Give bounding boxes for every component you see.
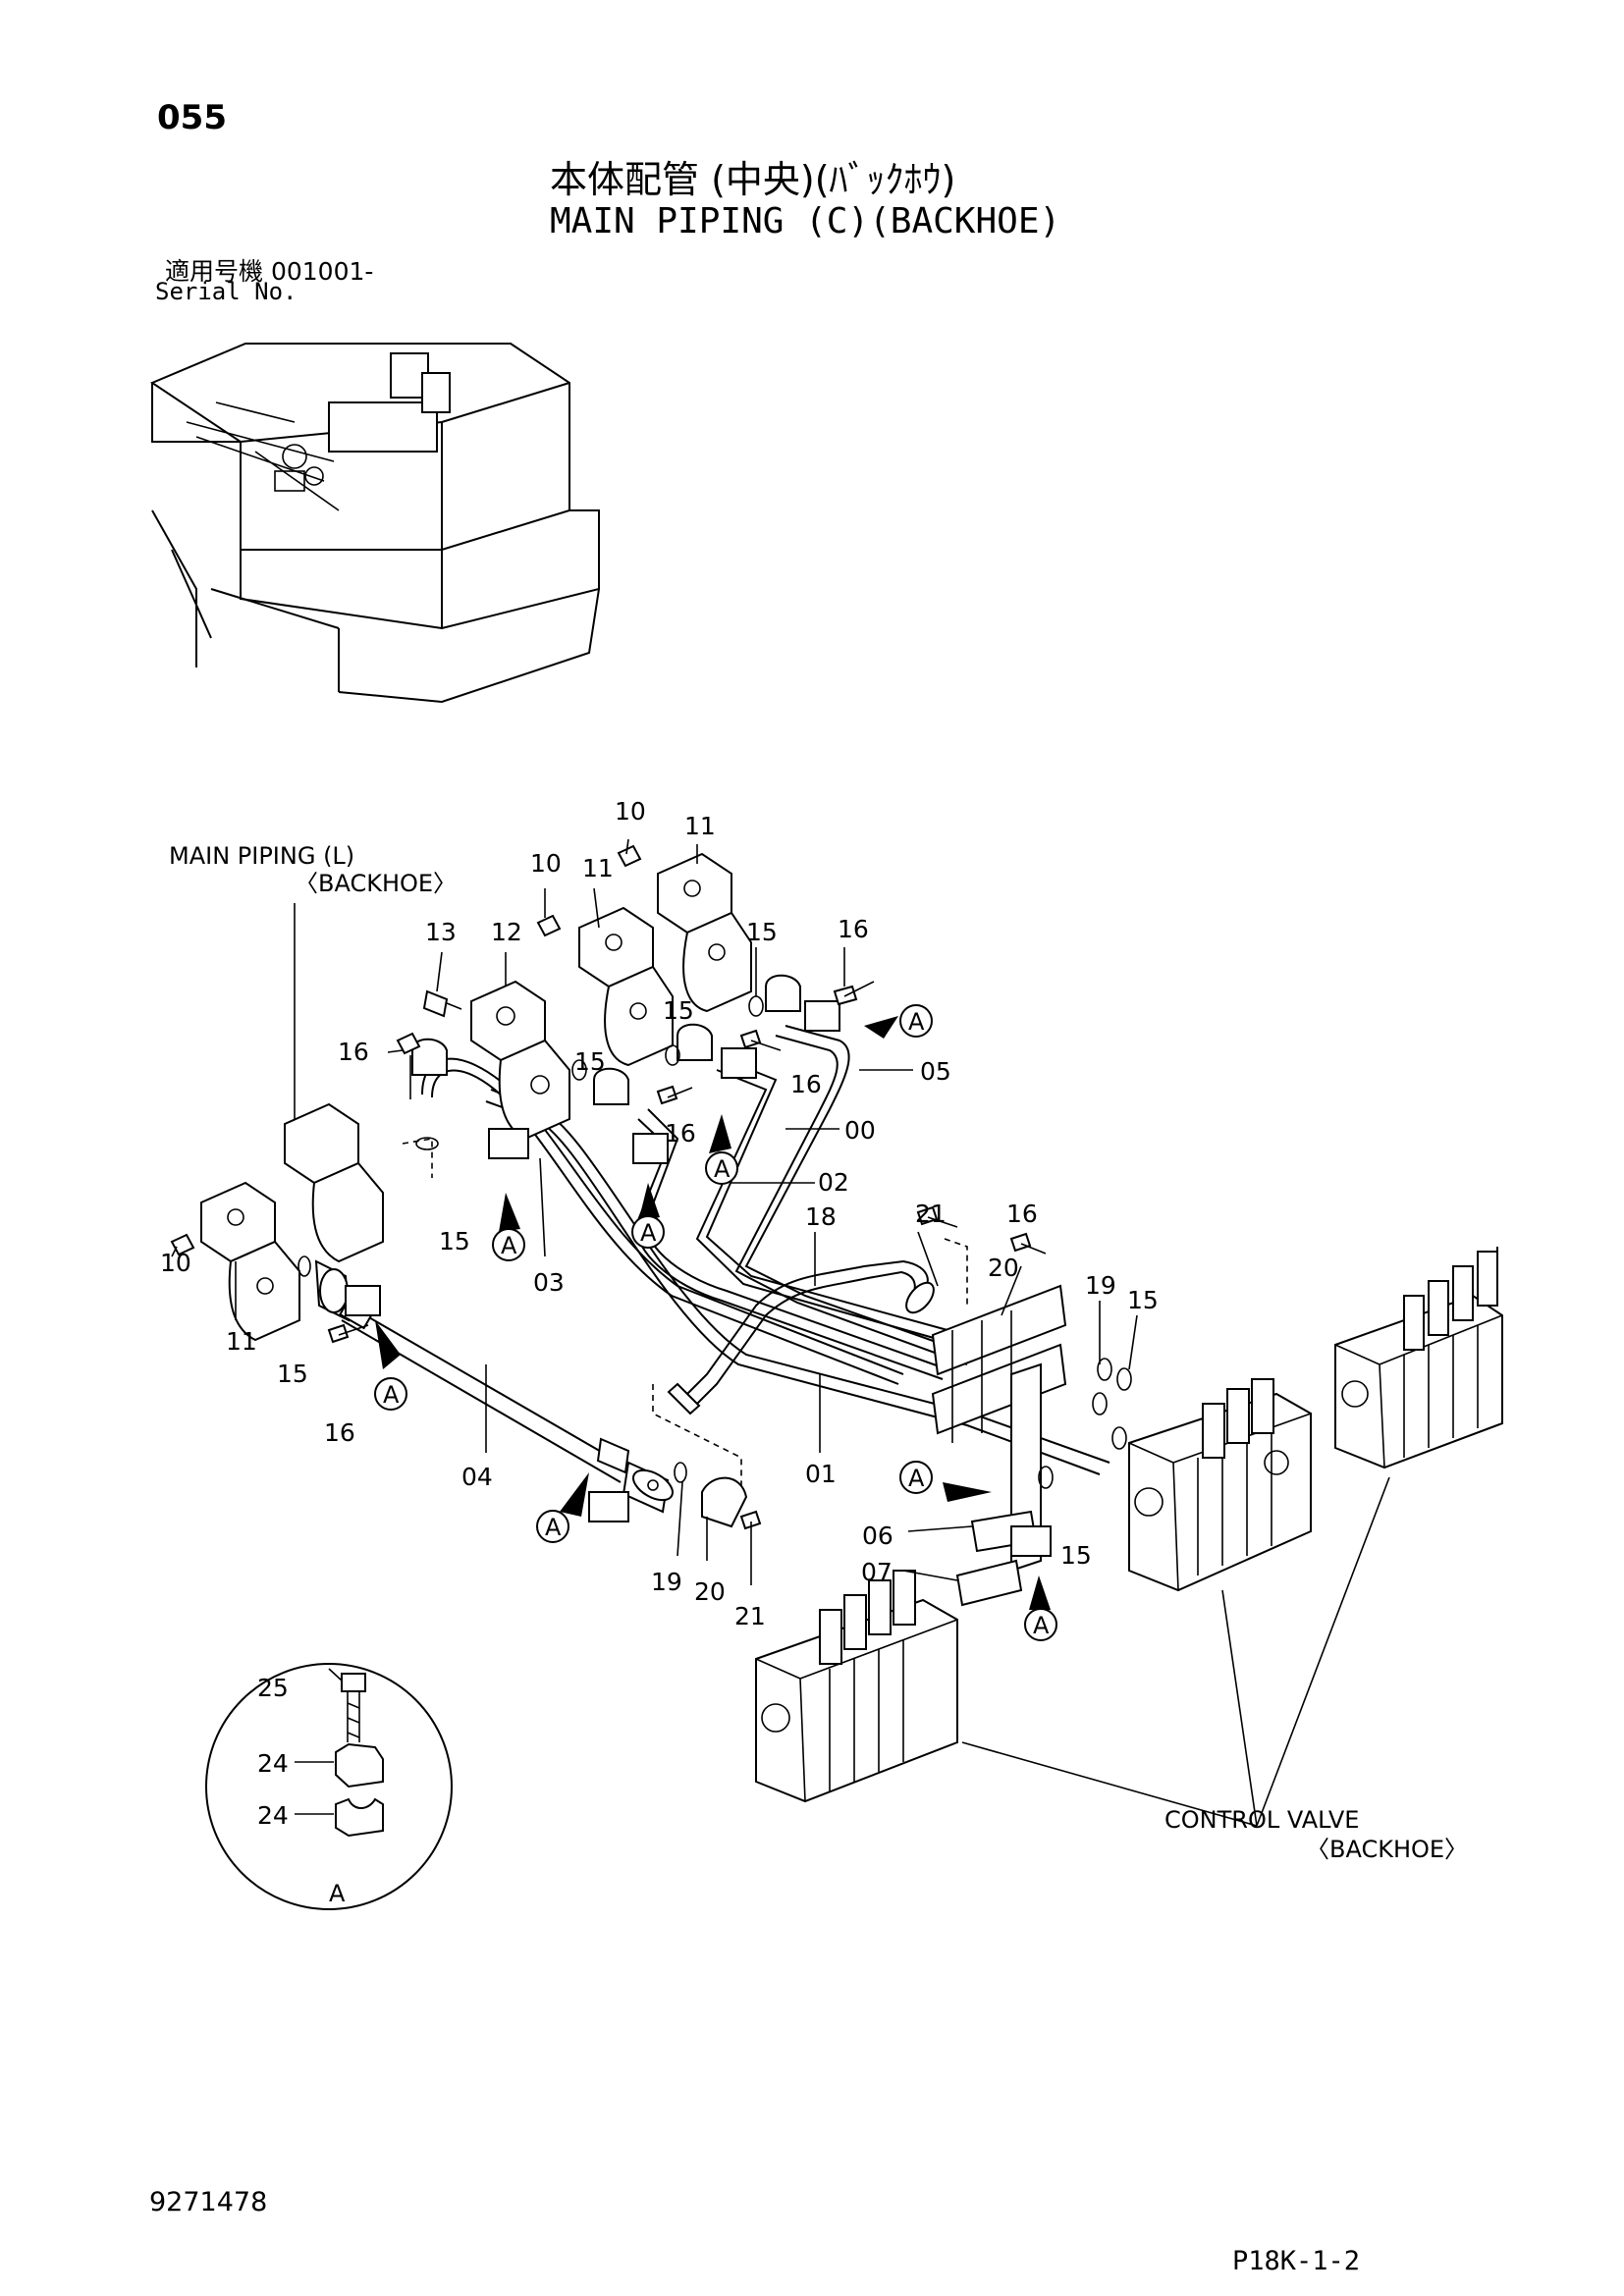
document-number: 9271478 (149, 2187, 268, 2217)
flange-blocks (200, 852, 1067, 1607)
part-label-05: 05 (920, 1057, 951, 1086)
page-title-japanese: 本体配管 (中央)(ﾊﾞｯｸﾎｳ) (550, 158, 956, 201)
part-label-15: 15 (663, 996, 694, 1025)
main-piping-l-sublabel: 〈BACKHOE〉 (295, 870, 457, 897)
control-valve-lower (755, 1570, 958, 1803)
main-piping-l-label: MAIN PIPING (L) (169, 842, 354, 870)
page-title-english: MAIN PIPING (C)(BACKHOE) (550, 201, 1061, 241)
part-label-18: 18 (805, 1202, 837, 1231)
part-label-15: 15 (1127, 1286, 1159, 1314)
part-label-25: 25 (257, 1674, 289, 1702)
page-code: P18K-1-2 (1232, 2246, 1361, 2276)
part-label-02: 02 (818, 1168, 849, 1197)
part-label-15: 15 (277, 1360, 308, 1388)
a-callout-label: A (383, 1381, 400, 1409)
part-label-11: 11 (684, 812, 716, 840)
part-label-04: 04 (461, 1463, 493, 1491)
part-label-10: 10 (530, 849, 562, 878)
part-label-21: 21 (734, 1602, 766, 1630)
part-label-01: 01 (805, 1460, 837, 1488)
a-callout-label: A (640, 1219, 657, 1247)
part-label-16: 16 (790, 1070, 822, 1098)
part-label-03: 03 (533, 1268, 565, 1297)
part-label-00: 00 (844, 1116, 876, 1145)
part-label-19: 19 (651, 1568, 682, 1596)
page-number: 055 (157, 98, 227, 137)
part-label-16: 16 (1006, 1200, 1038, 1228)
part-number-labels: 10 11 10 11 13 12 15 16 15 16 15 16 05 1… (160, 797, 1159, 1830)
part-label-10: 10 (160, 1249, 191, 1277)
part-label-11: 11 (226, 1327, 257, 1356)
detail-a-circle (205, 1663, 453, 1910)
part-label-15: 15 (1060, 1541, 1092, 1570)
part-label-10: 10 (615, 797, 646, 826)
control-valve-right (1334, 1247, 1503, 1469)
fasteners (170, 844, 1132, 1546)
machine-overview-sketch (149, 343, 600, 704)
a-callout-label: A (545, 1514, 562, 1541)
part-label-19: 19 (1085, 1271, 1116, 1300)
part-label-15: 15 (439, 1227, 470, 1255)
serial-label-japanese: 適用号機 001001- (165, 257, 374, 286)
a-callout-label: A (908, 1465, 925, 1492)
a-callout-label: A (1033, 1612, 1050, 1639)
part-label-24: 24 (257, 1801, 289, 1830)
part-label-20: 20 (988, 1254, 1019, 1282)
control-valve-upper (1128, 1378, 1312, 1592)
part-label-24: 24 (257, 1749, 289, 1778)
part-label-13: 13 (425, 918, 457, 946)
part-label-16: 16 (338, 1038, 369, 1066)
part-label-07: 07 (861, 1558, 893, 1586)
a-callout-letters: A A A A A A A A (383, 1008, 1050, 1639)
part-label-15: 15 (746, 918, 778, 946)
control-valve-label: CONTROL VALVE (1164, 1806, 1359, 1834)
part-label-15: 15 (574, 1047, 606, 1076)
serial-label-english: Serial No. (155, 278, 298, 305)
part-label-21: 21 (915, 1200, 947, 1228)
part-label-11: 11 (582, 854, 614, 882)
a-callout-label: A (501, 1232, 517, 1259)
a-callout-markers (374, 1004, 1057, 1641)
part-label-16: 16 (324, 1418, 355, 1447)
part-label-20: 20 (694, 1577, 726, 1606)
a-callout-label: A (714, 1155, 731, 1183)
a-callout-label: A (908, 1008, 925, 1036)
part-label-16: 16 (838, 915, 869, 943)
detail-a-label: A (329, 1880, 346, 1907)
control-valve-leaders (961, 1476, 1390, 1827)
part-label-06: 06 (862, 1522, 893, 1550)
part-leader-lines (171, 838, 1138, 1585)
part-label-12: 12 (491, 918, 522, 946)
part-label-16: 16 (665, 1119, 696, 1148)
control-valve-sublabel: 〈BACKHOE〉 (1306, 1836, 1468, 1863)
